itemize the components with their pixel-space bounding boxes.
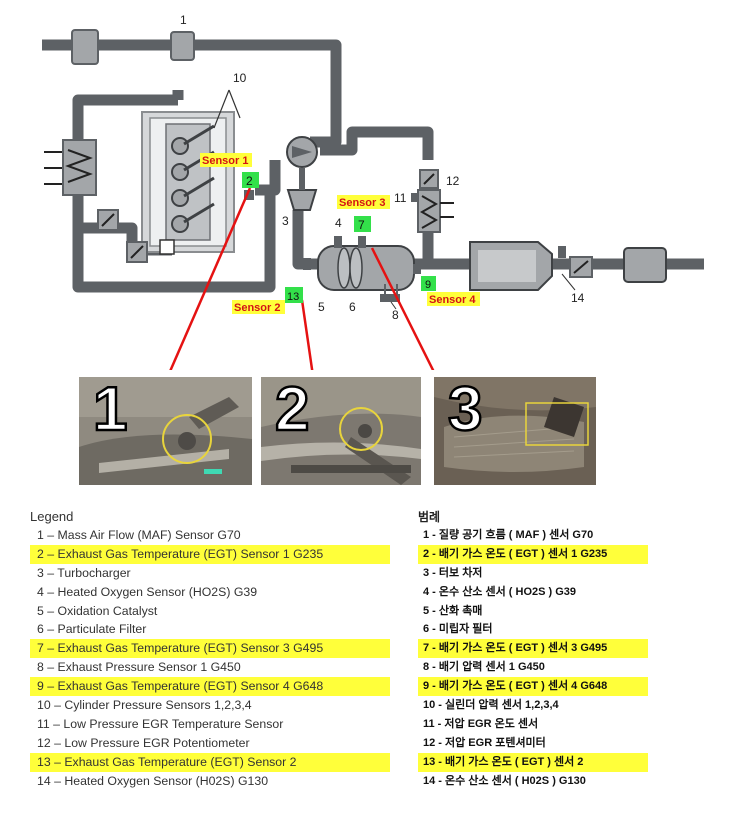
legend-en-item-9: 9 – Exhaust Gas Temperature (EGT) Sensor… [30, 677, 390, 697]
callout-3: 3 [282, 214, 289, 228]
sensor-label-1: Sensor 1 [200, 153, 252, 167]
photo-sensor-location-3: 3 [434, 377, 596, 485]
engine-exhaust-diagram: 1 10 12 11 4 3 5 6 8 14 2 7 9 13 Sensor … [42, 13, 704, 370]
legend-en-item-2: 2 – Exhaust Gas Temperature (EGT) Sensor… [30, 544, 390, 564]
sensor-label-4: Sensor 4 [427, 292, 480, 306]
maf-sensor [170, 31, 195, 61]
photo-2-image [261, 377, 421, 485]
legend-ko-item-14: 14 - 온수 산소 센서 ( H02S ) G130 [423, 774, 586, 787]
green-tag-9: 9 [421, 276, 436, 291]
sensor-label-3: Sensor 3 [337, 195, 390, 209]
legend-en-item-13: 13 – Exhaust Gas Temperature (EGT) Senso… [30, 752, 390, 772]
muffler [469, 241, 667, 291]
svg-text:Sensor 4: Sensor 4 [429, 294, 476, 306]
legend-en-item-8: 8 – Exhaust Pressure Sensor 1 G450 [37, 660, 241, 675]
callout-4: 4 [335, 216, 342, 230]
legend-ko-item-1: 1 - 질량 공기 흐름 ( MAF ) 센서 G70 [423, 529, 594, 541]
legend-en-item-5: 5 – Oxidation Catalyst [37, 603, 158, 618]
legend-en-item-14: 14 – Heated Oxygen Sensor (H02S) G130 [37, 773, 269, 788]
legend-ko-item-12: 12 - 저압 EGR 포텐셔미터 [423, 736, 546, 749]
green-tag-7: 7 [354, 216, 371, 232]
photo-number-2: 2 [274, 377, 311, 444]
callout-5: 5 [318, 300, 325, 314]
photo-sensor-location-1: 1 [79, 377, 252, 485]
air-filter [71, 29, 99, 65]
svg-text:2: 2 [246, 174, 253, 188]
callout-8: 8 [392, 308, 399, 322]
svg-text:Sensor 3: Sensor 3 [339, 197, 385, 209]
legend-ko-item-10: 10 - 실린더 압력 센서 1,2,3,4 [423, 699, 559, 712]
photo-link-lines [169, 187, 435, 370]
green-tag-2: 2 [242, 172, 259, 188]
legend-title: Legend [30, 509, 74, 524]
photo-3-image [434, 377, 596, 485]
egr-cooler [417, 189, 441, 233]
legend-ko-item-2: 2 - 배기 가스 온도 ( EGT ) 센서 1 G235 [418, 544, 648, 564]
callout-14: 14 [571, 291, 585, 305]
legend-en-item-11: 11 – Low Pressure EGR Temperature Sensor [37, 716, 284, 731]
legend-ko-item-7: 7 - 배기 가스 온도 ( EGT ) 센서 3 G495 [418, 639, 648, 659]
legend-en-item-6: 6 – Particulate Filter [37, 622, 147, 637]
legend-ko-item-6: 6 - 미립자 필터 [423, 623, 493, 636]
legend-ko-item-8: 8 - 배기 압력 센서 1 G450 [423, 661, 545, 674]
green-tag-13: 13 [285, 287, 303, 303]
legend-ko-item-3: 3 - 터보 차저 [423, 566, 483, 579]
callout-1: 1 [180, 13, 187, 27]
legend-title-korean: 범례 [418, 510, 441, 524]
photo-number-1: 1 [92, 377, 129, 444]
callout-11: 11 [394, 191, 407, 205]
legend-ko-item-13: 13 - 배기 가스 온도 ( EGT ) 센서 2 [418, 752, 648, 772]
sensor-label-2: Sensor 2 [232, 300, 285, 314]
svg-text:13: 13 [287, 291, 299, 303]
catalyst-dpf [244, 190, 421, 302]
legend-english: Legend 1 – Mass Air Flow (MAF) Sensor G7… [30, 508, 390, 790]
legend-en-item-7: 7 – Exhaust Gas Temperature (EGT) Sensor… [30, 639, 390, 659]
legend-en-item-1: 1 – Mass Air Flow (MAF) Sensor G70 [37, 528, 241, 542]
photo-number-3: 3 [447, 377, 484, 444]
legend-en-item-10: 10 – Cylinder Pressure Sensors 1,2,3,4 [37, 698, 252, 713]
svg-text:9: 9 [425, 279, 431, 291]
svg-text:Sensor 2: Sensor 2 [234, 302, 280, 314]
legend-en-item-3: 3 – Turbocharger [37, 565, 131, 580]
turbocharger [286, 136, 318, 211]
legend-ko-item-5: 5 - 산화 촉매 [423, 604, 483, 617]
photo-sensor-location-2: 2 [261, 377, 421, 485]
photo-1-image [79, 377, 252, 485]
legend-ko-item-9: 9 - 배기 가스 온도 ( EGT ) 센서 4 G648 [418, 677, 648, 697]
legend-ko-item-11: 11 - 저압 EGR 온도 센서 [423, 717, 539, 730]
callout-6: 6 [349, 300, 356, 314]
callout-12: 12 [446, 174, 460, 188]
legend-korean: 범례 1 - 질량 공기 흐름 ( MAF ) 센서 G70 2 - 배기 가스 … [418, 508, 648, 790]
svg-text:Sensor 1: Sensor 1 [202, 155, 248, 167]
legend-ko-item-4: 4 - 온수 산소 센서 ( HO2S ) G39 [423, 585, 577, 598]
engine-block [141, 89, 241, 255]
svg-text:7: 7 [358, 218, 365, 232]
intercooler [44, 139, 97, 196]
legend-en-item-4: 4 – Heated Oxygen Sensor (HO2S) G39 [37, 584, 258, 599]
legend-en-item-12: 12 – Low Pressure EGR Potentiometer [37, 735, 250, 750]
callout-10: 10 [233, 71, 247, 85]
